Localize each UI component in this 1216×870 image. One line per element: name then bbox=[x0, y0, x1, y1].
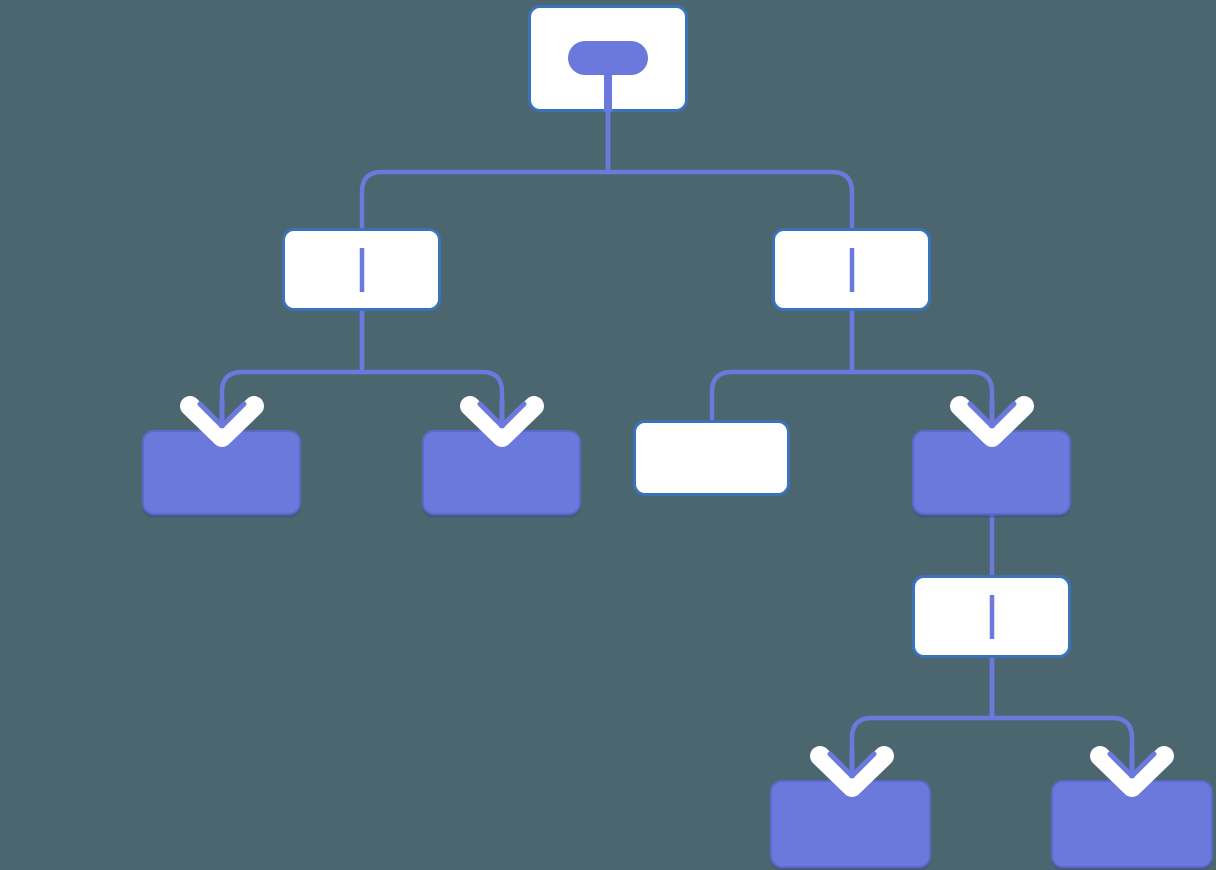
branch-node-left[interactable] bbox=[282, 228, 441, 311]
branch-node-right[interactable] bbox=[772, 228, 931, 311]
leaf-node-3[interactable] bbox=[912, 430, 1071, 515]
edge-branch-left-to-leaf-2 bbox=[359, 311, 505, 432]
edge-root-to-branch-right bbox=[605, 112, 855, 228]
leaf-node-2[interactable] bbox=[422, 430, 581, 515]
leaf-node-4[interactable] bbox=[770, 780, 931, 868]
leaf-node-5[interactable] bbox=[1051, 780, 1213, 868]
edge-branch-right-to-leaf-3 bbox=[849, 311, 995, 432]
edge-sub-branch-to-leaf-4 bbox=[849, 658, 995, 782]
edge-branch-left-to-leaf-1 bbox=[219, 311, 365, 432]
edge-branch-right-to-plain bbox=[709, 311, 855, 422]
edge-sub-branch-to-leaf-5 bbox=[989, 658, 1135, 782]
leaf-node-1[interactable] bbox=[142, 430, 301, 515]
sub-branch-node[interactable] bbox=[912, 575, 1071, 658]
root-marker-pill[interactable] bbox=[568, 41, 648, 75]
edge-root-to-branch-left bbox=[359, 112, 611, 228]
plain-node[interactable] bbox=[633, 420, 790, 496]
root-marker-stem bbox=[604, 72, 612, 112]
